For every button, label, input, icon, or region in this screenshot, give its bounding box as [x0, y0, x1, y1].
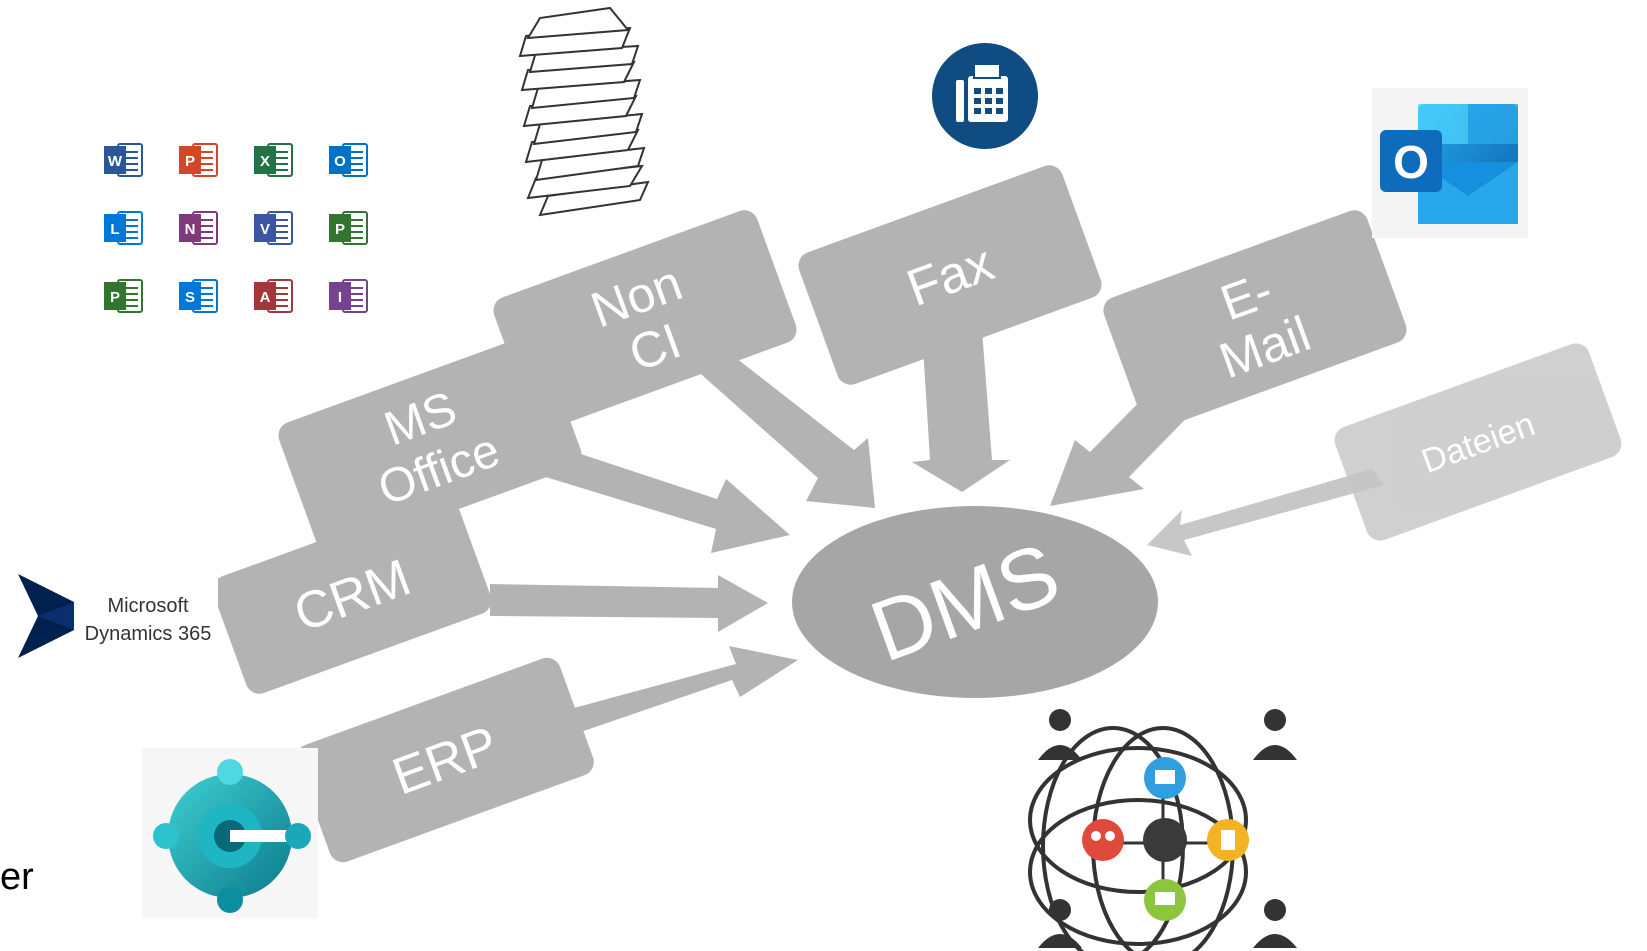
- collaboration-network-icon: [1028, 709, 1297, 951]
- office-app-tile-p: P: [329, 211, 368, 245]
- office-app-icons: W P X O L N V P P S A I: [104, 143, 368, 313]
- office-app-tile-v: V: [254, 211, 293, 245]
- arrow-fax: [912, 330, 1010, 492]
- office-app-letter: O: [334, 153, 346, 170]
- arrow-non-ci: [685, 347, 875, 508]
- dynamics-365-logo: Microsoft Dynamics 365: [14, 566, 218, 666]
- outlook-icon: O: [1372, 88, 1528, 238]
- office-app-letter: P: [110, 289, 120, 306]
- office-app-tile-w: W: [104, 143, 143, 177]
- arrows: [490, 330, 1384, 746]
- business-central-icon: [142, 748, 318, 918]
- arrow-dateien: [1147, 469, 1384, 556]
- office-app-letter: V: [260, 221, 270, 238]
- paper-stack-icon: [518, 6, 650, 217]
- source-box-ms-office: MS Office: [278, 335, 582, 555]
- office-app-letter: A: [260, 289, 271, 306]
- fax-icon: [932, 43, 1038, 149]
- office-app-tile-x: X: [254, 143, 293, 177]
- office-app-letter: P: [185, 153, 195, 170]
- office-app-letter: X: [260, 153, 270, 170]
- office-app-letter: W: [108, 153, 123, 170]
- dynamics-line-1: Microsoft: [107, 595, 189, 617]
- arrow-erp: [530, 646, 798, 746]
- source-box-crm: CRM: [212, 496, 492, 694]
- office-app-tile-i: I: [329, 279, 368, 313]
- office-app-tile-p: P: [179, 143, 218, 177]
- source-box-erp: ERP: [296, 657, 594, 863]
- dms-hub: DMS: [792, 506, 1158, 698]
- office-app-tile-p: P: [104, 279, 143, 313]
- office-app-letter: S: [185, 289, 195, 306]
- source-box-email: E- Mail: [1103, 210, 1407, 430]
- office-app-tile-o: O: [329, 143, 368, 177]
- source-box-non-ci: Non CI: [493, 210, 797, 430]
- office-app-letter: I: [338, 289, 342, 306]
- edge-text-fragment: er: [0, 856, 34, 898]
- office-app-tile-n: N: [179, 211, 218, 245]
- arrow-crm: [490, 575, 768, 632]
- network-center-node: [1143, 818, 1187, 862]
- office-app-tile-l: L: [104, 211, 143, 245]
- office-app-letter: L: [110, 221, 119, 238]
- office-app-tile-s: S: [179, 279, 218, 313]
- source-box-dateien: Dateien: [1334, 343, 1622, 541]
- office-app-tile-a: A: [254, 279, 293, 313]
- office-app-letter: N: [185, 221, 196, 238]
- office-app-letter: P: [335, 221, 345, 238]
- source-box-fax: Fax: [798, 165, 1102, 385]
- dynamics-line-2: Dynamics 365: [85, 623, 212, 645]
- outlook-letter: O: [1393, 136, 1429, 188]
